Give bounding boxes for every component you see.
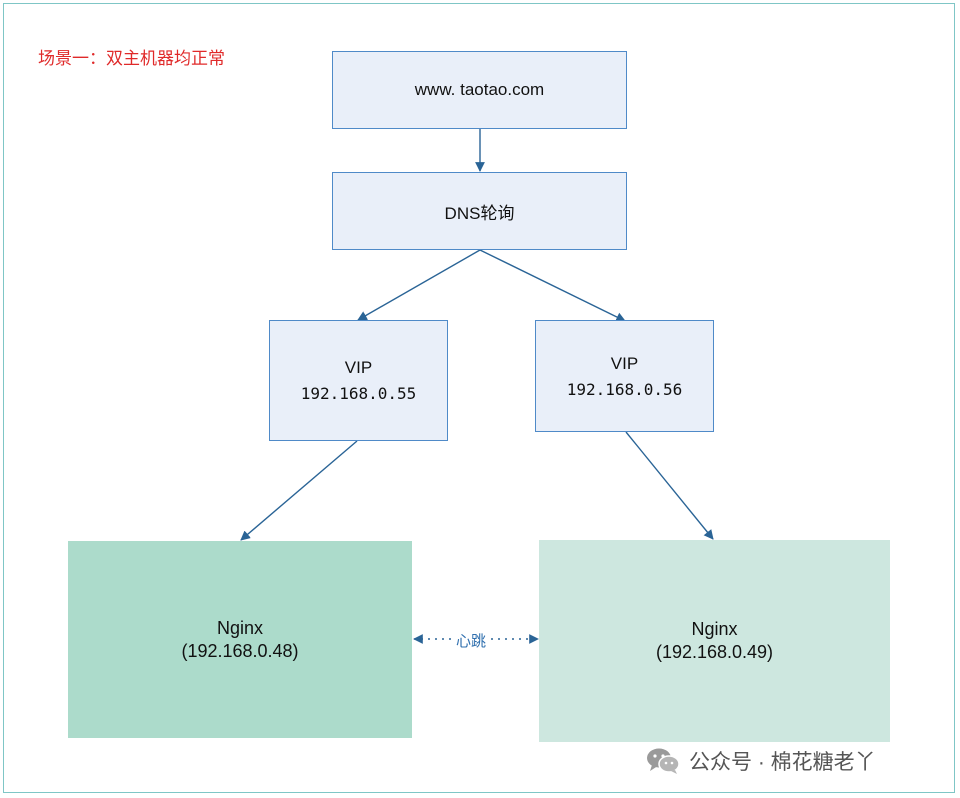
nginx-right-node: Nginx (192.168.0.49) — [539, 540, 890, 742]
nginx-left-node: Nginx (192.168.0.48) — [68, 541, 412, 738]
vip-right-box: VIP 192.168.0.56 — [535, 320, 714, 432]
watermark: 公众号 · 棉花糖老丫 — [645, 746, 876, 776]
nginx-right-name: Nginx — [691, 619, 738, 639]
heartbeat-label: 心跳 — [454, 630, 489, 651]
nginx-right-address: (192.168.0.49) — [655, 642, 774, 662]
watermark-text: 公众号 · 棉花糖老丫 — [689, 751, 876, 774]
diagram-frame — [3, 3, 955, 793]
domain-box: www. taotao.com — [332, 51, 627, 129]
dns-box: DNS轮询 — [332, 172, 627, 250]
vip-left-box: VIP 192.168.0.55 — [269, 320, 448, 441]
scene-title: 场景一：双主机器均正常 — [38, 49, 225, 68]
dns-label: DNS轮询 — [444, 203, 515, 223]
arrow-dns-to-vip-right — [479, 249, 626, 322]
arrow-dns-to-vip-left — [357, 249, 481, 321]
domain-label: www. taotao.com — [414, 80, 545, 99]
arrow-vip-left-to-nginx-left — [240, 440, 358, 541]
vip-left-address: 192.168.0.55 — [300, 384, 417, 403]
nginx-left-address: (192.168.0.48) — [181, 640, 299, 661]
vip-right-address: 192.168.0.56 — [566, 379, 683, 399]
nginx-left-name: Nginx — [216, 617, 264, 638]
arrow-vip-right-to-nginx-right — [625, 431, 714, 540]
vip-left-label: VIP — [344, 358, 373, 377]
wechat-icon — [647, 748, 680, 774]
vip-right-label: VIP — [610, 353, 639, 373]
